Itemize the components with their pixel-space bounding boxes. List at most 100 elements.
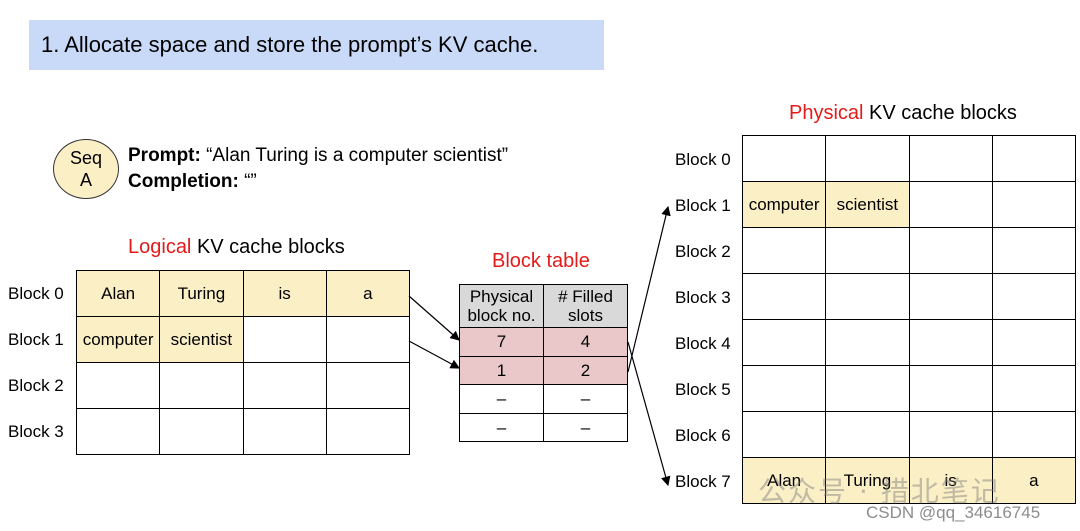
- physical-cell: scientist: [825, 181, 910, 228]
- logical-title-rest: KV cache blocks: [191, 236, 345, 258]
- logical-cell: [242, 316, 327, 363]
- logical-cell: [159, 362, 244, 409]
- title-banner: 1. Allocate space and store the prompt’s…: [29, 20, 604, 70]
- physical-title: Physical KV cache blocks: [789, 102, 1017, 125]
- physical-cell: computer: [741, 181, 827, 228]
- physical-cell: [991, 365, 1077, 412]
- physical-block-row: Alan Turing is a: [741, 457, 1077, 504]
- physical-cell: [825, 135, 910, 182]
- block-table-row: 1 2: [459, 355, 628, 385]
- completion-text: “”: [244, 171, 257, 192]
- watermark-overlay: 公众号 · 措北笔记: [758, 475, 1001, 508]
- logical-block-row: [75, 362, 411, 409]
- block-table-row: – –: [459, 384, 628, 414]
- logical-cell: Alan: [75, 270, 161, 317]
- physical-cell: [825, 273, 910, 320]
- physical-block-row: [741, 273, 1077, 320]
- physical-block-no: –: [459, 384, 544, 414]
- physical-cell: [908, 227, 993, 274]
- physical-block-label: Block 3: [675, 288, 731, 307]
- block-table-title-text: Block table: [492, 250, 590, 272]
- physical-cell: [741, 227, 827, 274]
- physical-block-label: Block 4: [675, 334, 731, 353]
- logical-title-red: Logical: [128, 236, 192, 258]
- filled-slots: –: [543, 384, 628, 414]
- logical-title: Logical KV cache blocks: [128, 236, 345, 259]
- prompt-label: Prompt:: [128, 145, 201, 166]
- physical-block-no: 1: [459, 355, 544, 385]
- physical-block-label: Block 1: [675, 196, 731, 215]
- logical-block-label: Block 0: [8, 284, 64, 303]
- logical-cell: [75, 362, 161, 409]
- physical-cell: [991, 411, 1077, 458]
- physical-cell: [825, 227, 910, 274]
- logical-block-label: Block 2: [8, 376, 64, 395]
- physical-block-label: Block 7: [675, 472, 731, 491]
- physical-title-rest: KV cache blocks: [863, 102, 1017, 124]
- header-filled-slots: # Filled slots: [543, 284, 628, 328]
- physical-kv-grid: computer scientist Alan Turing is: [741, 135, 1077, 504]
- arrow-table-row1-to-physical-block1: [627, 205, 671, 373]
- logical-cell: [159, 408, 244, 455]
- physical-cell: [908, 181, 993, 228]
- physical-cell: [908, 319, 993, 366]
- physical-block-label: Block 2: [675, 242, 731, 261]
- block-table: Physical block no. # Filled slots 7 4 1 …: [459, 284, 628, 442]
- prompt-text: “Alan Turing is a computer scientist”: [206, 145, 509, 166]
- physical-cell: [825, 365, 910, 412]
- physical-block-no: 7: [459, 327, 544, 357]
- physical-cell: Turing: [825, 457, 910, 504]
- physical-cell: is: [908, 457, 993, 504]
- physical-cell: [741, 365, 827, 412]
- logical-block-label: Block 1: [8, 330, 64, 349]
- physical-cell: a: [991, 457, 1077, 504]
- logical-block-label: Block 3: [8, 422, 64, 441]
- arrow-table-row0-to-physical-block7: [627, 341, 671, 487]
- physical-cell: [991, 273, 1077, 320]
- physical-cell: [908, 273, 993, 320]
- prompt-line: Prompt: “Alan Turing is a computer scien…: [128, 145, 508, 167]
- filled-slots: –: [543, 412, 628, 442]
- physical-cell: [991, 181, 1077, 228]
- block-table-title: Block table: [492, 250, 590, 273]
- credit-text: CSDN @qq_34616745: [866, 503, 1041, 522]
- physical-block-no: –: [459, 412, 544, 442]
- physical-cell: [741, 273, 827, 320]
- completion-line: Completion: “”: [128, 171, 257, 193]
- logical-block-row: Alan Turing is a: [75, 270, 411, 317]
- arrow-logical-block0-to-table: [408, 295, 460, 341]
- physical-title-red: Physical: [789, 102, 864, 124]
- physical-block-label: Block 6: [675, 426, 731, 445]
- logical-cell: scientist: [159, 316, 244, 363]
- logical-cell: is: [242, 270, 327, 317]
- physical-cell: [825, 411, 910, 458]
- physical-cell: [741, 411, 827, 458]
- physical-cell: [991, 319, 1077, 366]
- filled-slots: 2: [543, 355, 628, 385]
- arrow-logical-block1-to-table: [408, 340, 461, 369]
- logical-cell: [242, 408, 327, 455]
- logical-cell: computer: [75, 316, 161, 363]
- logical-cell: a: [325, 270, 411, 317]
- physical-block-row: [741, 319, 1077, 366]
- logical-block-row: computer scientist: [75, 316, 411, 363]
- logical-cell: [325, 408, 411, 455]
- physical-cell: [825, 319, 910, 366]
- physical-cell: [991, 227, 1077, 274]
- logical-cell: [325, 362, 411, 409]
- physical-cell: [908, 411, 993, 458]
- block-table-row: 7 4: [459, 327, 628, 357]
- sequence-badge: Seq A: [53, 139, 119, 199]
- logical-cell: [242, 362, 327, 409]
- block-table-row: – –: [459, 412, 628, 442]
- header-physical-block-no: Physical block no.: [459, 284, 544, 328]
- physical-cell: [741, 135, 827, 182]
- physical-cell: [908, 135, 993, 182]
- logical-cell: [75, 408, 161, 455]
- physical-block-label: Block 5: [675, 380, 731, 399]
- completion-label: Completion:: [128, 171, 239, 192]
- physical-block-row: [741, 365, 1077, 412]
- filled-slots: 4: [543, 327, 628, 357]
- logical-kv-grid: Alan Turing is a computer scientist: [75, 270, 411, 455]
- sequence-label: Seq: [69, 148, 103, 168]
